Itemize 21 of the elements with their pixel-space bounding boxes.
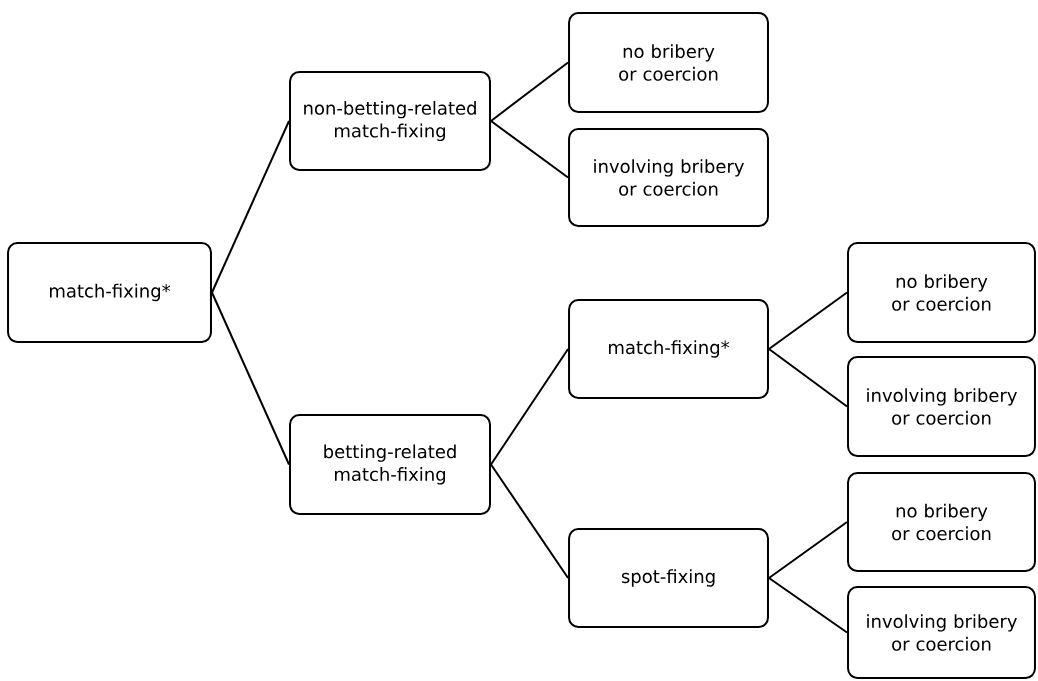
process-box: spot-fixing xyxy=(568,528,769,628)
connector-line xyxy=(490,120,570,179)
connector-line xyxy=(490,61,570,122)
process-box: match-fixing* xyxy=(7,242,212,343)
process-box: involving bribery or coercion xyxy=(847,356,1036,457)
process-box: involving bribery or coercion xyxy=(847,586,1036,679)
process-box: match-fixing* xyxy=(568,299,769,399)
process-box: betting-related match-fixing xyxy=(289,414,491,515)
connector-line xyxy=(768,577,849,634)
connector-line xyxy=(210,291,290,466)
process-box: non-betting-related match-fixing xyxy=(289,71,491,171)
process-box: no bribery or coercion xyxy=(847,242,1036,343)
process-box: no bribery or coercion xyxy=(568,12,769,113)
connector-line xyxy=(768,521,849,579)
connector-line xyxy=(768,348,849,408)
connector-line xyxy=(490,463,570,579)
connector-line xyxy=(210,120,290,294)
process-box: involving bribery or coercion xyxy=(568,127,769,228)
connector-line xyxy=(490,348,570,466)
process-box: no bribery or coercion xyxy=(847,472,1036,572)
connector-line xyxy=(768,291,849,350)
